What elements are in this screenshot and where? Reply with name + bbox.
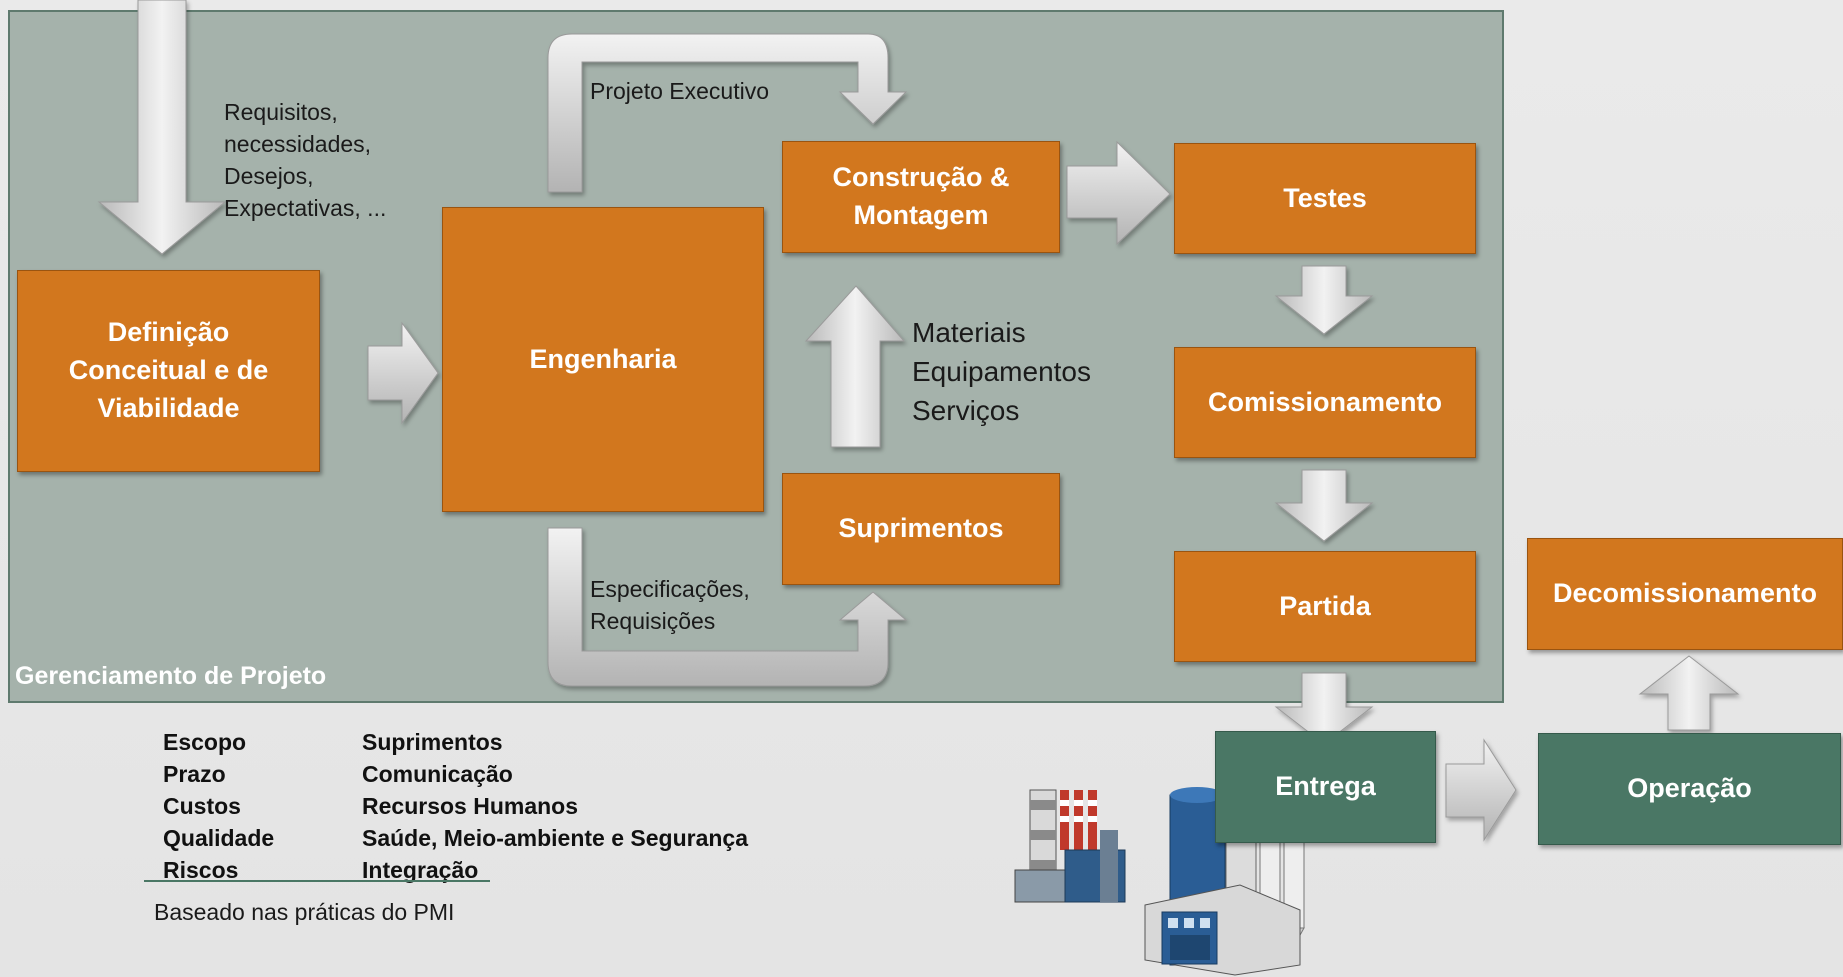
arrow-entrega-operacao: [1445, 738, 1517, 842]
especificacoes-text: Especificações, Requisições: [590, 576, 750, 634]
legend-item: Suprimentos: [362, 729, 503, 755]
arrow-especificacoes: [547, 527, 908, 687]
box-suprimentos: Suprimentos: [782, 473, 1060, 585]
legend-item: Prazo: [163, 761, 226, 787]
box-entrega: Entrega: [1215, 731, 1436, 843]
legend-item: Integração: [362, 857, 479, 883]
arrow-testes-comissionamento: [1274, 265, 1374, 335]
factory-building-icon: [1144, 787, 1305, 976]
box-definicao: Definição Conceitual e de Viabilidade: [17, 270, 320, 472]
arrow-comissionamento-partida: [1274, 469, 1374, 542]
arrow-projeto-executivo: [547, 33, 908, 193]
legend-item: Saúde, Meio-ambiente e Segurança: [362, 825, 749, 851]
projeto-executivo-text: Projeto Executivo: [590, 78, 769, 104]
arrow-definicao-engenharia: [367, 321, 439, 425]
materiais-text: Materiais Equipamentos Serviços: [912, 317, 1092, 426]
arrow-construcao-testes: [1066, 140, 1171, 246]
box-comissionamento: Comissionamento: [1174, 347, 1476, 458]
box-partida: Partida: [1174, 551, 1476, 662]
box-engenharia: Engenharia: [442, 207, 764, 512]
legend-item: Custos: [163, 793, 241, 819]
arrow-operacao-decomissionamento: [1638, 655, 1740, 731]
legend-item: Qualidade: [163, 825, 275, 851]
panel-label: Gerenciamento de Projeto: [15, 662, 327, 690]
box-testes: Testes: [1174, 143, 1476, 254]
requirements-text: Requisitos, necessidades, Desejos, Expec…: [224, 99, 387, 221]
legend-item: Riscos: [163, 857, 239, 883]
legend-footnote: Baseado nas práticas do PMI: [154, 899, 455, 925]
box-operacao: Operação: [1538, 733, 1841, 845]
arrow-partida-entrega: [1274, 672, 1374, 745]
arrow-materiais-up: [804, 285, 906, 448]
requirements-arrow: [97, 0, 227, 255]
legend-item: Recursos Humanos: [362, 793, 579, 819]
legend-item: Escopo: [163, 729, 247, 755]
legend-item: Comunicação: [362, 761, 513, 787]
box-construcao: Construção & Montagem: [782, 141, 1060, 253]
industrial-plant-icon: [1014, 789, 1126, 903]
legend-divider: [144, 880, 490, 882]
box-decomissionamento: Decomissionamento: [1527, 538, 1843, 650]
